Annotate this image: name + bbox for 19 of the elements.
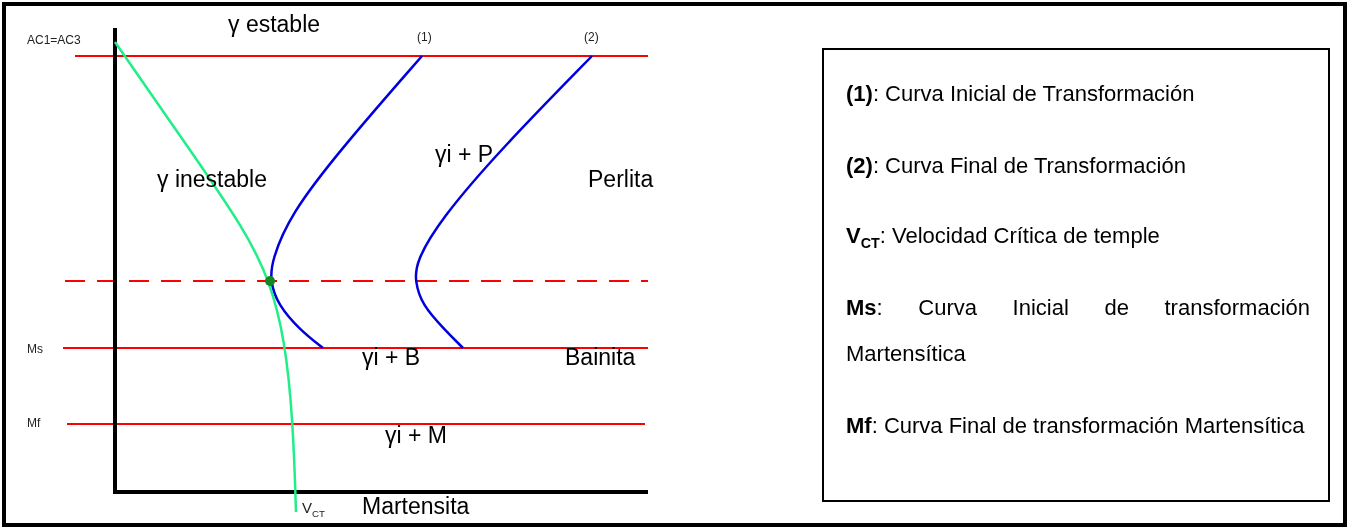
region-label: Perlita xyxy=(588,167,654,193)
region-label: γi + P xyxy=(435,142,494,168)
definition-text: (2): Curva Final de Transformación xyxy=(846,152,1187,180)
curve-label: (2) xyxy=(584,31,599,45)
definition-text: (1): Curva Inicial de Transformación xyxy=(846,80,1196,108)
definition-text: Mf: Curva Final de transformación Martensítica xyxy=(846,412,1306,440)
region-label: γ estable xyxy=(228,12,321,38)
curve-label: V$_{CT}$ xyxy=(302,500,325,520)
region-label: γi + B xyxy=(362,345,421,371)
definition-text: Ms: Curva Inicial de transformación Martensítica xyxy=(846,294,1310,368)
definition-text: V$_{CT}$: Velocidad Crítica de temple xyxy=(846,222,1161,254)
region-label: Bainita xyxy=(565,345,636,371)
region-label: Martensita xyxy=(362,494,470,520)
axis-label: AC1=AC3 xyxy=(27,34,81,48)
curve-label: (1) xyxy=(417,31,432,45)
region-label: γi + M xyxy=(385,423,447,449)
definition-box xyxy=(822,48,1330,502)
axis-label: Mf xyxy=(27,417,41,431)
axis-label: Ms xyxy=(27,343,43,357)
